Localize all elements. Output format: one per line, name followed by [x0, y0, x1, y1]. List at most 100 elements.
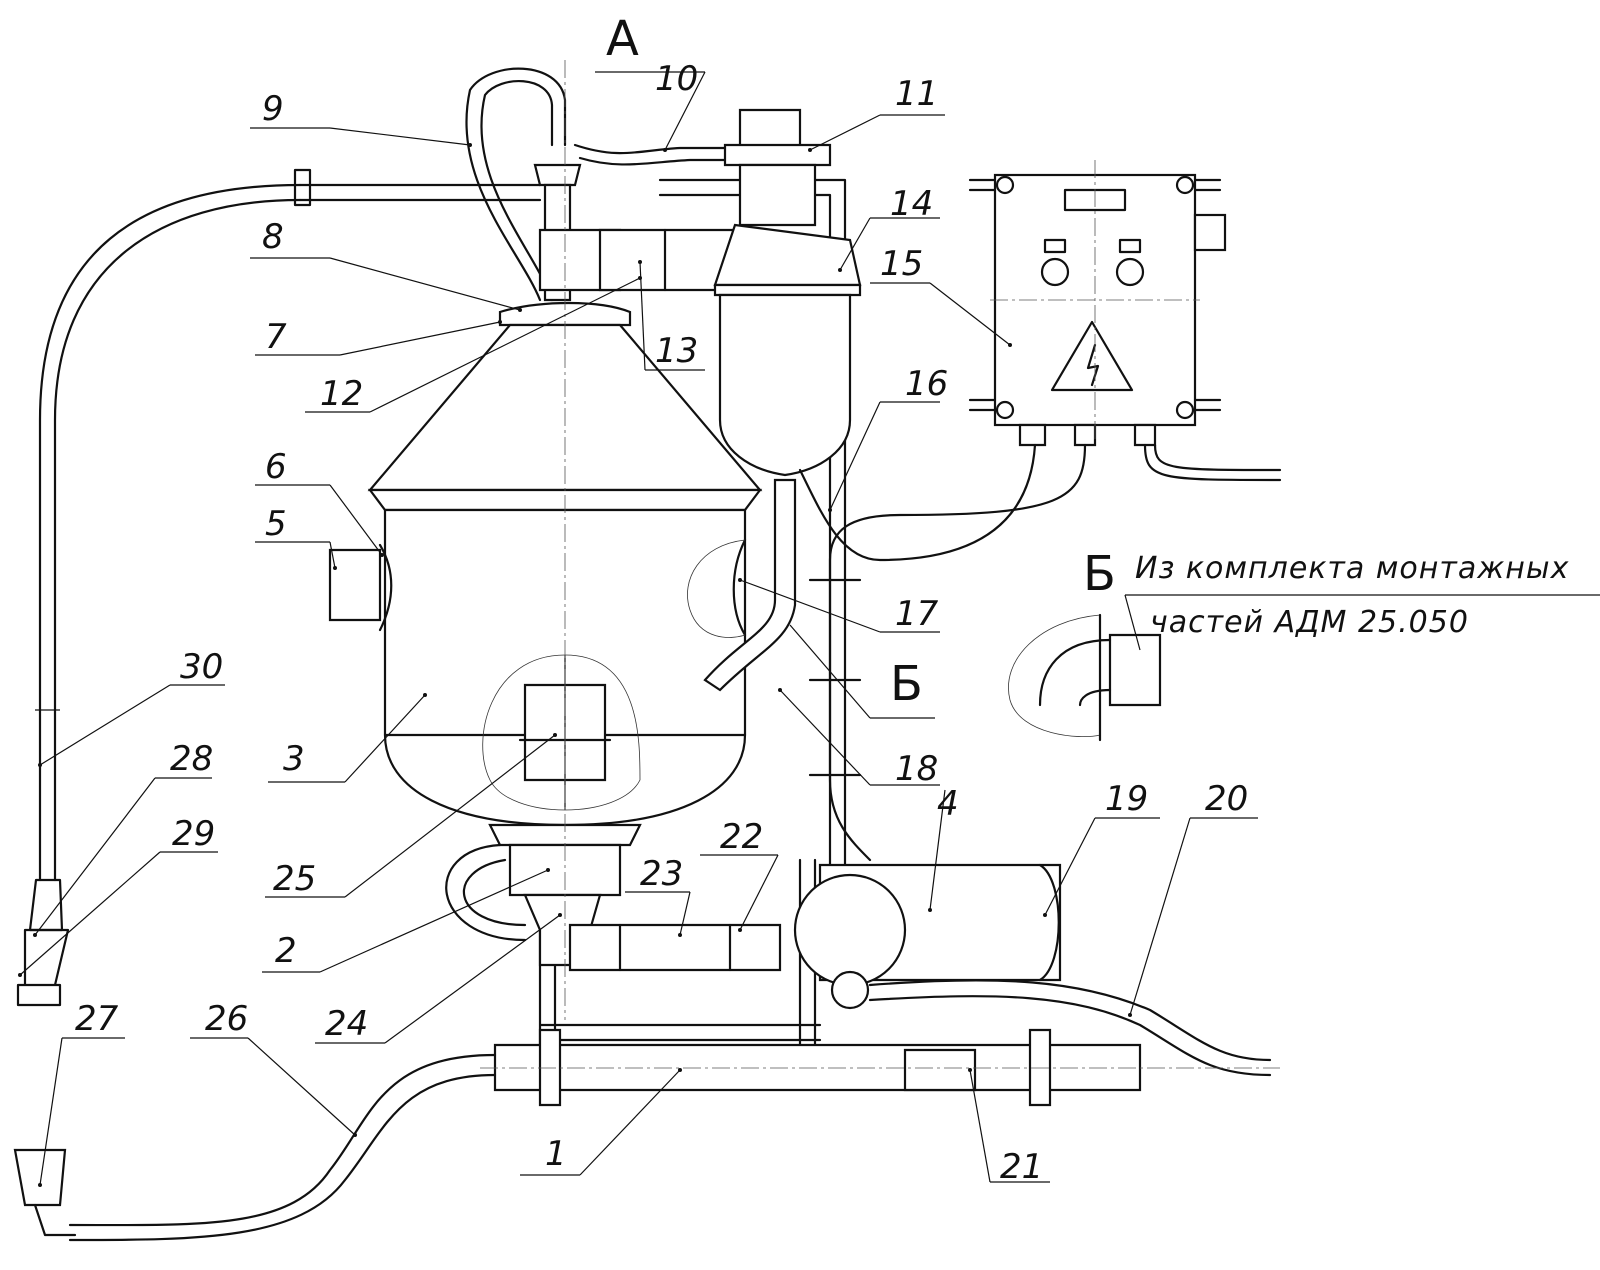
leader-line — [329, 127, 471, 146]
leader-line — [34, 777, 156, 936]
tank-cone — [367, 323, 763, 492]
part-label-5: 5 — [265, 504, 287, 544]
leader-dot — [33, 933, 37, 937]
leader-dot — [498, 320, 502, 324]
part-label-3: 3 — [283, 739, 305, 779]
leader-dot — [333, 566, 337, 570]
part-label-12: 12 — [320, 374, 363, 414]
leader-dot — [1043, 913, 1047, 917]
part-label-15: 15 — [880, 244, 923, 284]
hose-9 — [465, 67, 567, 302]
part-label-2: 2 — [275, 931, 297, 971]
tank-3 — [328, 508, 747, 827]
leader-line — [19, 851, 161, 976]
view-label-b-leader: Б — [890, 656, 923, 712]
part-label-25: 25 — [273, 859, 316, 899]
leader-lines — [18, 71, 1258, 1187]
neck-2 — [445, 823, 642, 967]
part-label-27: 27 — [75, 999, 119, 1039]
leader-dot — [18, 973, 22, 977]
part-label-14: 14 — [890, 184, 933, 224]
part-label-26: 26 — [205, 999, 248, 1039]
leader-dot — [828, 508, 832, 512]
part-label-16: 16 — [905, 364, 948, 404]
leader-dot — [808, 148, 812, 152]
part-label-24: 24 — [325, 1004, 368, 1044]
detail-b-elbow — [1008, 613, 1162, 742]
leader-line — [929, 282, 1011, 346]
part-label-22: 22 — [720, 817, 763, 857]
leader-dot — [738, 578, 742, 582]
filter-14 — [703, 108, 862, 692]
leader-dot — [423, 693, 427, 697]
high-voltage-warning-icon — [1050, 320, 1134, 392]
leader-line — [39, 1037, 63, 1186]
leader-dot — [663, 148, 667, 152]
leader-line — [247, 1037, 356, 1136]
leader-dot — [38, 1183, 42, 1187]
leader-dot — [558, 913, 562, 917]
leader-line — [344, 694, 426, 783]
part-label-13: 13 — [655, 331, 698, 371]
view-label-b-detail: Б — [1083, 546, 1116, 602]
suction-hose — [16, 168, 542, 1007]
part-label-7: 7 — [265, 317, 287, 357]
leader-dot — [1008, 343, 1012, 347]
leader-line — [329, 257, 521, 311]
part-label-9: 9 — [262, 89, 284, 129]
part-label-4: 4 — [937, 784, 959, 824]
leader-line — [929, 789, 946, 911]
part-label-28: 28 — [170, 739, 213, 779]
leader-dot — [518, 308, 522, 312]
leader-dot — [468, 143, 472, 147]
leader-dot — [678, 1068, 682, 1072]
part-label-30: 30 — [180, 647, 223, 687]
part-label-29: 29 — [172, 814, 215, 854]
leader-line — [319, 869, 549, 973]
leader-line — [329, 541, 336, 569]
leader-dot — [678, 933, 682, 937]
leader-line — [39, 684, 171, 766]
part-label-20: 20 — [1205, 779, 1248, 819]
leader-line — [384, 914, 561, 1044]
control-box — [798, 173, 1282, 862]
part-label-21: 21 — [1000, 1147, 1043, 1187]
leader-dot — [968, 1068, 972, 1072]
pipe-23 — [568, 923, 782, 972]
leader-line — [839, 217, 871, 271]
leader-line — [329, 484, 383, 556]
leader-line — [1044, 817, 1096, 916]
part-label-11: 11 — [895, 74, 938, 114]
leader-line — [339, 321, 501, 356]
part-label-19: 19 — [1105, 779, 1148, 819]
leader-dot — [1128, 1013, 1132, 1017]
leader-line — [639, 261, 646, 371]
nozzle-27 — [13, 1148, 67, 1207]
pump-4 — [793, 863, 1062, 1010]
leader-line — [344, 734, 556, 898]
leader-dot — [778, 688, 782, 692]
leader-dot — [638, 260, 642, 264]
part-label-23: 23 — [640, 854, 683, 894]
leader-line — [1129, 817, 1191, 1016]
part-label-17: 17 — [895, 594, 939, 634]
leader-line — [969, 1069, 991, 1183]
leader-line — [369, 277, 641, 413]
pipe-1 — [480, 1028, 1280, 1107]
leader-line — [779, 689, 871, 786]
part-label-18: 18 — [895, 749, 938, 789]
leader-dot — [553, 733, 557, 737]
part-label-6: 6 — [265, 447, 287, 487]
leader-line — [739, 579, 881, 633]
detail-note-line1: Из комплекта монтажных — [1135, 551, 1569, 586]
leader-line — [809, 114, 881, 151]
leader-dot — [738, 928, 742, 932]
leader-line — [679, 891, 691, 936]
leader-dot — [38, 763, 42, 767]
leader-dot — [380, 553, 384, 557]
leader-line — [739, 854, 779, 931]
part-label-8: 8 — [262, 217, 284, 257]
leader-line — [664, 71, 706, 151]
